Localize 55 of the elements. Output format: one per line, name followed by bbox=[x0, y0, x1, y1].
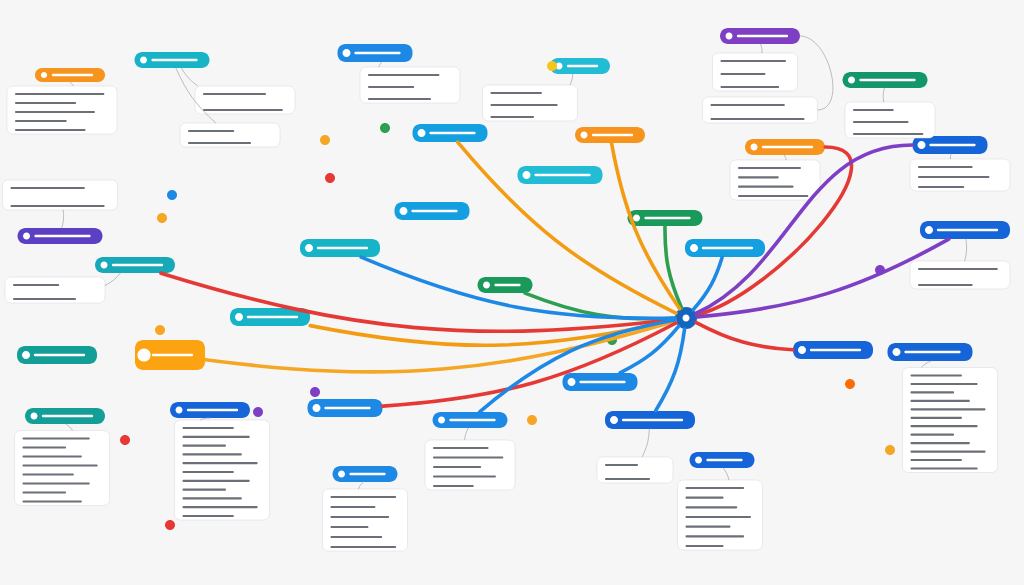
note-card bbox=[702, 96, 818, 124]
branch-line bbox=[378, 61, 382, 68]
branch-line bbox=[61, 209, 65, 229]
note-card bbox=[712, 52, 798, 92]
branch-line bbox=[691, 255, 724, 312]
branch-line bbox=[921, 360, 932, 368]
branch-line bbox=[663, 224, 684, 310]
note-card bbox=[322, 488, 408, 552]
branch-line bbox=[175, 67, 216, 124]
branch-line bbox=[799, 35, 834, 111]
branch-line bbox=[783, 154, 787, 161]
branch-line bbox=[723, 467, 730, 481]
note-card bbox=[909, 260, 1011, 290]
note-card bbox=[677, 479, 763, 551]
branch-line bbox=[695, 145, 853, 317]
note-card bbox=[179, 122, 281, 148]
branch-line bbox=[464, 427, 469, 441]
note-card bbox=[174, 419, 270, 521]
branch-line bbox=[653, 327, 687, 413]
topic-pill bbox=[135, 340, 205, 370]
note-card bbox=[4, 276, 106, 304]
branch-line bbox=[694, 320, 795, 352]
note-card bbox=[194, 85, 296, 115]
note-card bbox=[729, 159, 821, 201]
note-card bbox=[14, 430, 110, 506]
branch-line bbox=[964, 238, 968, 262]
branch-line bbox=[455, 140, 678, 315]
note-card bbox=[424, 439, 516, 491]
note-card bbox=[482, 84, 578, 122]
branch-line bbox=[69, 81, 74, 87]
note-card bbox=[6, 85, 118, 135]
branch-line bbox=[760, 43, 763, 54]
note-card bbox=[902, 367, 998, 473]
branch-line bbox=[882, 87, 885, 103]
branch-line bbox=[477, 318, 677, 414]
note-card bbox=[359, 66, 461, 104]
branch-line bbox=[380, 321, 678, 408]
note-card bbox=[909, 158, 1011, 192]
branch-line bbox=[181, 67, 198, 87]
branch-line bbox=[104, 272, 121, 286]
branch-line bbox=[641, 428, 650, 458]
branch-line bbox=[569, 73, 574, 86]
branch-line bbox=[694, 143, 915, 316]
branch-line bbox=[357, 481, 364, 490]
note-card bbox=[2, 179, 118, 211]
hub-circle bbox=[675, 307, 697, 329]
branch-line bbox=[618, 324, 681, 375]
branch-line bbox=[65, 423, 73, 431]
note-card bbox=[596, 456, 674, 484]
branch-line bbox=[950, 153, 952, 160]
branch-line bbox=[609, 141, 682, 311]
branch-line bbox=[359, 255, 677, 321]
branch-line bbox=[199, 417, 211, 421]
branch-line bbox=[695, 237, 951, 319]
note-card bbox=[844, 101, 936, 139]
